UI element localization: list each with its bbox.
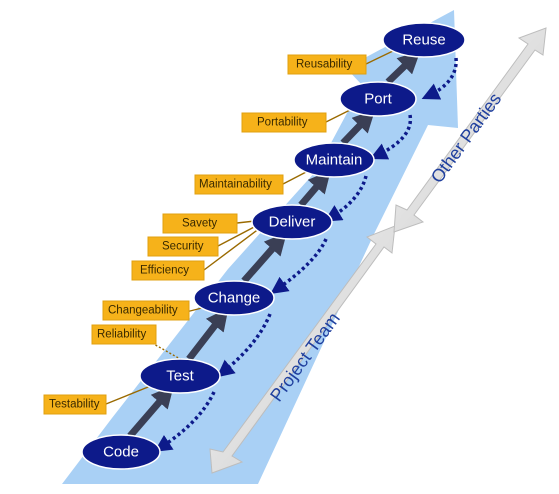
progression-arrow bbox=[186, 307, 229, 362]
stage-code: Code bbox=[81, 434, 161, 470]
quality-connector bbox=[365, 49, 396, 65]
feedback-arrows bbox=[154, 57, 458, 452]
stage-label: Code bbox=[103, 444, 139, 461]
quality-efficiency: Efficiency bbox=[131, 260, 205, 281]
progression-arrow bbox=[385, 50, 421, 85]
progression-arrow bbox=[127, 385, 174, 439]
quality-reusability: Reusability bbox=[287, 54, 367, 75]
stage-maintain: Maintain bbox=[293, 142, 375, 178]
quality-label: Security bbox=[162, 241, 204, 253]
stage-label: Reuse bbox=[402, 32, 445, 49]
quality-label: Changeability bbox=[108, 305, 178, 317]
progression-arrows bbox=[127, 50, 421, 439]
quality-savety: Savety bbox=[162, 213, 238, 234]
quality-label: Reliability bbox=[97, 329, 146, 341]
stage-label: Deliver bbox=[269, 214, 316, 231]
quality-label: Testability bbox=[49, 399, 100, 411]
progression-arrow bbox=[241, 232, 287, 284]
stage-label: Port bbox=[364, 91, 392, 108]
quality-maintainability: Maintainability bbox=[194, 174, 284, 195]
quality-connector bbox=[325, 109, 351, 123]
stage-label: Test bbox=[166, 368, 194, 385]
quality-label: Savety bbox=[182, 218, 217, 230]
stage-test: Test bbox=[139, 358, 221, 394]
quality-label: Efficiency bbox=[140, 265, 189, 277]
quality-label: Maintainability bbox=[199, 179, 272, 191]
quality-testability: Testability bbox=[43, 394, 107, 415]
quality-security: Security bbox=[147, 236, 219, 257]
quality-connector bbox=[203, 227, 261, 271]
progression-arrow bbox=[340, 109, 376, 146]
feedback-arrow bbox=[154, 391, 216, 452]
stage-reuse: Reuse bbox=[382, 22, 466, 58]
quality-connector bbox=[151, 342, 183, 361]
quality-connector bbox=[217, 224, 259, 247]
feedback-arrow bbox=[323, 175, 368, 222]
quality-label: Portability bbox=[257, 117, 308, 129]
stage-port: Port bbox=[339, 81, 417, 117]
quality-portability: Portability bbox=[241, 112, 327, 133]
stage-change: Change bbox=[193, 280, 275, 316]
other-parties-arrow bbox=[393, 27, 547, 233]
quality-label: Reusability bbox=[296, 59, 352, 71]
feedback-arrow bbox=[216, 313, 272, 378]
stage-label: Change bbox=[208, 290, 261, 307]
feedback-arrow bbox=[270, 238, 328, 295]
feedback-arrow bbox=[369, 114, 413, 160]
quality-reliability: Reliability bbox=[91, 324, 157, 345]
stage-deliver: Deliver bbox=[251, 204, 333, 240]
stage-label: Maintain bbox=[306, 152, 363, 169]
quality-changeability: Changeability bbox=[102, 300, 190, 321]
progression-arrow bbox=[298, 170, 331, 208]
